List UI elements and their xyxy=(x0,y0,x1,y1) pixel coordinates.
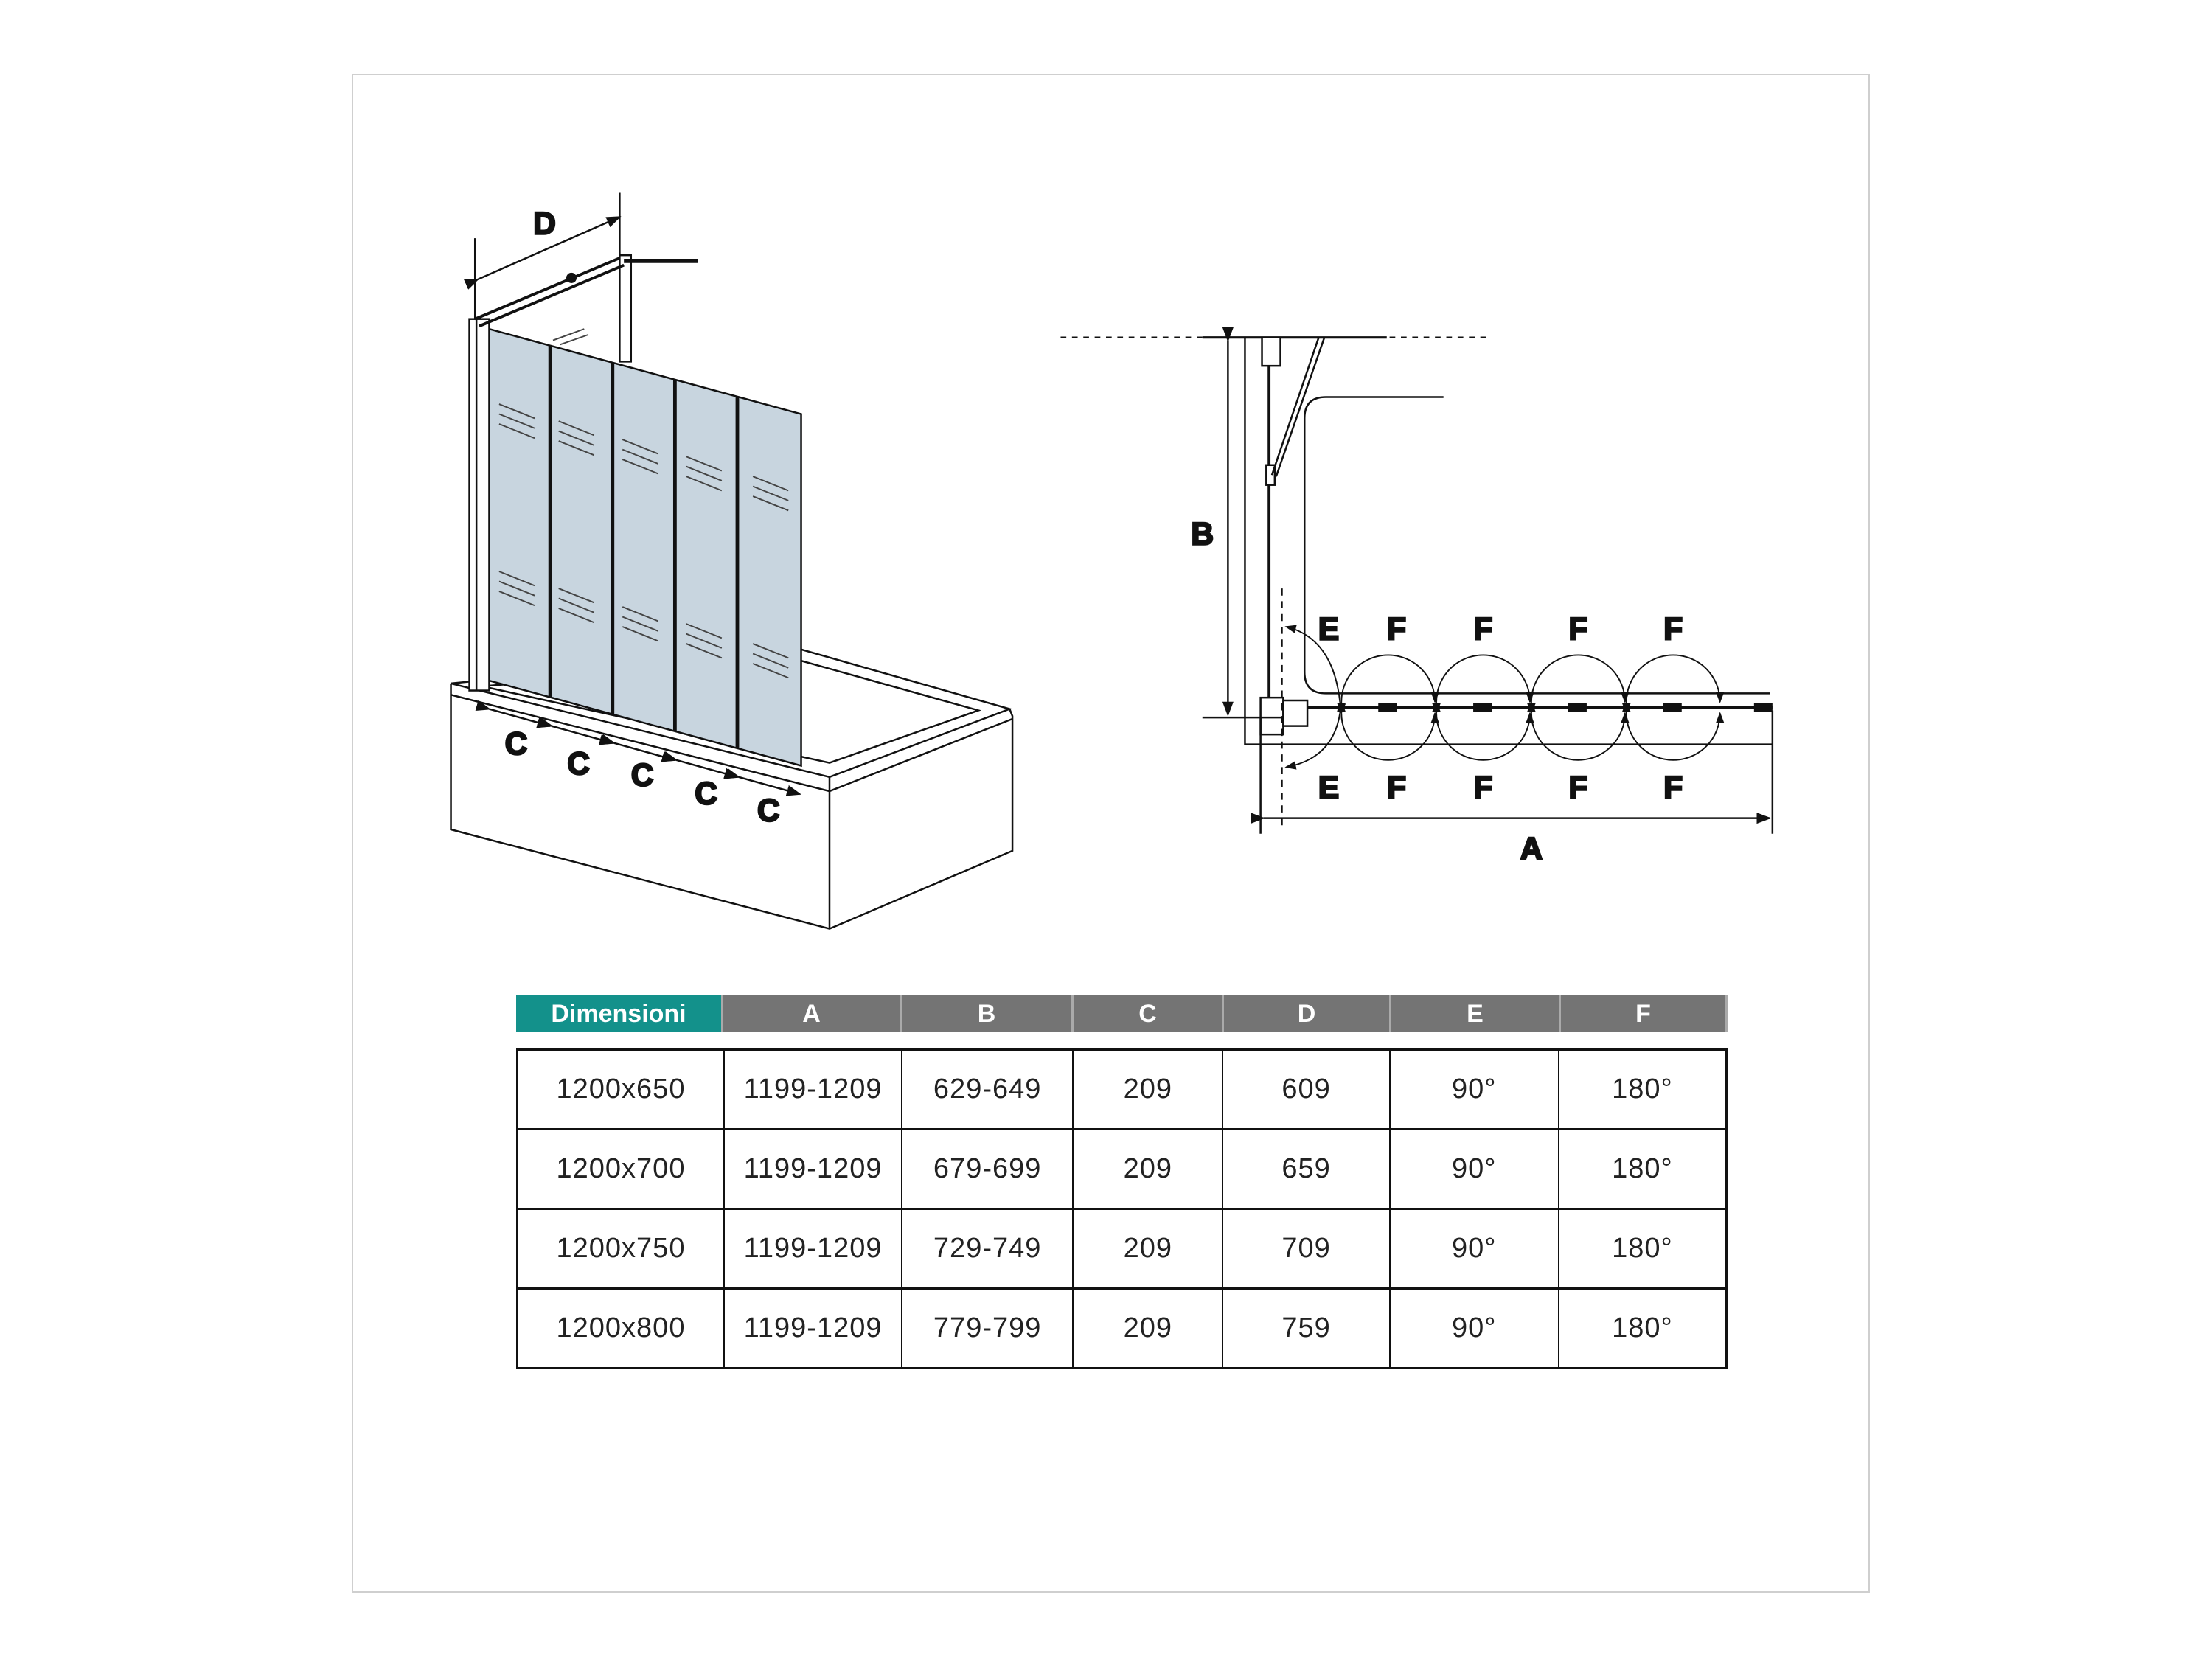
angle-label-e: E xyxy=(1318,611,1339,646)
table-cell: 709 xyxy=(1223,1210,1391,1287)
angle-label-f: F xyxy=(1663,611,1683,646)
table-cell: 1200x800 xyxy=(518,1290,725,1367)
header-dimensioni: Dimensioni xyxy=(516,995,723,1032)
header-e: E xyxy=(1391,995,1561,1032)
table-cell: 180° xyxy=(1612,1233,1673,1264)
header-d: D xyxy=(1224,995,1391,1032)
image-frame xyxy=(352,74,1870,1593)
fold-arcs xyxy=(1284,625,1725,770)
table-cell: 1199-1209 xyxy=(725,1210,903,1287)
table-cell: 90° xyxy=(1391,1210,1559,1287)
table-cell: 1199-1209 xyxy=(725,1290,903,1367)
angle-label-f: F xyxy=(1474,771,1493,805)
table-cell: 679-699 xyxy=(902,1130,1074,1208)
isometric-view: D C C C C C xyxy=(450,192,1014,930)
table-cell: 779-799 xyxy=(902,1290,1074,1367)
table-cell: 209 xyxy=(1074,1290,1224,1367)
dimension-label-d: D xyxy=(533,206,556,240)
header-f: F xyxy=(1561,995,1728,1032)
header-c: C xyxy=(1074,995,1224,1032)
table-cell: 1200x700 xyxy=(518,1130,725,1208)
angle-label-f: F xyxy=(1387,771,1406,805)
dimension-label-c: C xyxy=(695,776,717,810)
table-header: Dimensioni A B C D E F xyxy=(516,995,1728,1032)
table-cell: 180° xyxy=(1612,1074,1673,1105)
dimension-lines xyxy=(464,192,802,796)
header-a: A xyxy=(723,995,902,1032)
dimension-label-c: C xyxy=(757,793,780,827)
dimension-label-b: B xyxy=(1191,516,1214,551)
header-b: B xyxy=(902,995,1074,1032)
table-cell: 1200x650 xyxy=(518,1051,725,1128)
table-cell: 209 xyxy=(1074,1210,1224,1287)
angle-label-f: F xyxy=(1568,771,1587,805)
angle-label-f: F xyxy=(1663,771,1683,805)
table-cell: 1199-1209 xyxy=(725,1051,903,1128)
table-cell: 90° xyxy=(1391,1051,1559,1128)
angle-label-f: F xyxy=(1387,611,1406,646)
angle-label-f: F xyxy=(1474,611,1493,646)
table-cell: 209 xyxy=(1074,1051,1224,1128)
table-cell: 90° xyxy=(1391,1130,1559,1208)
bathtub-outline xyxy=(1303,396,1770,695)
table-cell: 629-649 xyxy=(902,1051,1074,1128)
table-cell: 1199-1209 xyxy=(725,1130,903,1208)
table-cell: 180° xyxy=(1612,1312,1673,1343)
table-cell: 180° xyxy=(1612,1153,1673,1184)
top-view: B A E E F F F F F F F F xyxy=(1060,327,1774,867)
table-cell: 659 xyxy=(1223,1130,1391,1208)
table-cell: 609 xyxy=(1223,1051,1391,1128)
glass-panels xyxy=(468,254,802,768)
table-cell: 759 xyxy=(1223,1290,1391,1367)
table-cell: 209 xyxy=(1074,1130,1224,1208)
angle-label-e: E xyxy=(1318,771,1339,805)
dimension-label-c: C xyxy=(631,757,654,792)
table-cell: 90° xyxy=(1391,1290,1559,1367)
table-cell: 729-749 xyxy=(902,1210,1074,1287)
dimension-label-c: C xyxy=(505,726,528,761)
dimension-label-c: C xyxy=(567,746,590,781)
table-cell: 1200x750 xyxy=(518,1210,725,1287)
angle-label-f: F xyxy=(1568,611,1587,646)
dimension-label-a: A xyxy=(1520,831,1543,866)
